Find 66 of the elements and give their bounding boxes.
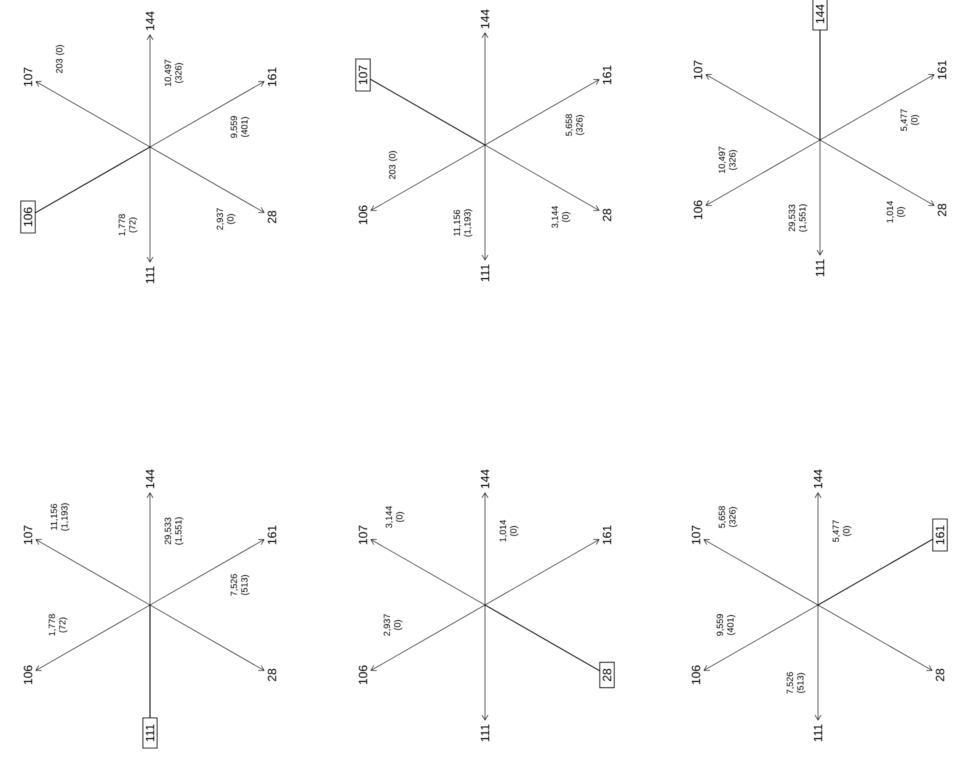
boxed-label: 111 [142,717,158,749]
end-label: 106 [358,206,368,224]
edge-label: 2,937 (0) [216,208,236,230]
end-label: 28 [936,668,944,682]
edge-label: 10,497 (326) [164,60,184,86]
edge-label: 1,778 (72) [48,614,68,636]
boxed-label: 161 [932,518,948,552]
edge-label: 1,014 (0) [886,201,906,223]
edge-label: 3,144 (0) [386,506,404,528]
end-label: 111 [816,259,824,276]
end-label: 106 [692,666,700,684]
end-label: 144 [814,469,822,488]
boxed-label: 28 [599,662,615,688]
end-label: 106 [358,666,368,684]
boxed-label: 144 [812,0,828,30]
end-label: 144 [146,11,154,30]
end-label: 161 [268,68,276,86]
end-label: 106 [694,200,702,220]
edge-label: 29,533 (1,551) [788,204,808,232]
edge-label: 5,658 (326) [718,506,738,528]
end-label: 144 [146,469,154,488]
end-label: 107 [694,60,702,80]
end-label: 161 [602,526,612,544]
end-label: 111 [480,724,490,742]
edge-label: 9,559 (401) [230,116,250,138]
arrow [817,539,933,671]
edge-label: 10,497 (326) [718,146,738,174]
edge-label: 29,533 (1,551) [164,517,184,545]
end-label: 28 [938,204,946,216]
end-label: 28 [602,208,612,222]
end-label: 28 [268,668,276,682]
end-label: 107 [24,68,32,86]
edge-label: 5,477 (0) [832,520,852,542]
end-label: 107 [24,526,32,544]
edge-label: 203 (0) [388,151,398,180]
edge-label: 203 (0) [56,45,64,74]
edge-label: 1,014 (0) [500,520,518,542]
end-label: 144 [480,469,490,488]
arrow [484,539,600,671]
end-label: 111 [146,266,154,284]
end-label: 161 [268,526,276,544]
boxed-label: 106 [20,200,36,234]
boxed-label: 107 [355,58,371,92]
edge-label: 9,559 (401) [716,614,736,636]
end-label: 111 [814,724,822,742]
edge-label: 7,526 (513) [786,672,806,694]
end-label: 107 [358,526,368,544]
end-label: 144 [480,9,490,28]
edge-label: 3,144 (0) [552,206,570,228]
end-label: 107 [692,526,700,544]
end-label: 111 [480,264,490,282]
edge-label: 11,156 (1,193) [454,209,472,237]
end-label: 28 [268,210,276,224]
end-label: 161 [938,60,946,80]
edge-label: 11,156 (1,193) [50,503,70,531]
arrow [150,604,265,718]
edge-label: 5,658 (326) [566,114,584,136]
edge-label: 5,477 (0) [900,109,920,131]
edge-label: 2,937 (0) [384,614,402,636]
edge-label: 7,526 (513) [230,574,250,596]
arrow [35,146,265,213]
end-label: 106 [24,666,32,684]
end-label: 161 [602,66,612,84]
arrow [370,79,600,211]
edge-label: 1,778 (72) [118,214,138,236]
arrow [820,30,935,206]
